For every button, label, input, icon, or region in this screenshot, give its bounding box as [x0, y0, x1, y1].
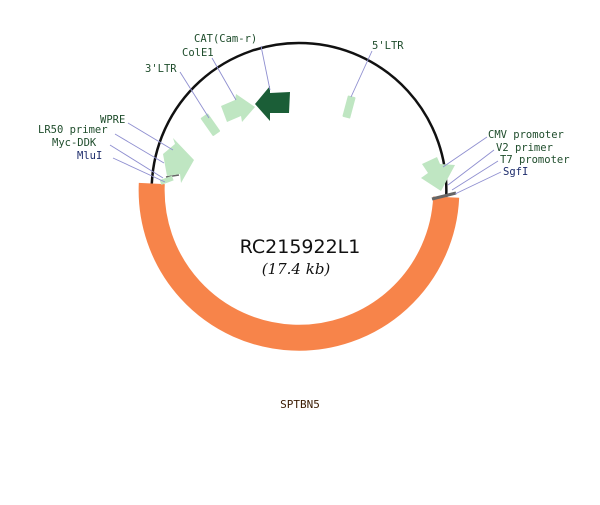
- insert-end-mark: [431, 191, 457, 201]
- plasmid-size: (17.4 kb): [262, 260, 331, 278]
- sgfi-leader: [454, 171, 502, 195]
- backbone-arc: [150, 41, 448, 198]
- ltr5-leader: [350, 50, 373, 98]
- mlui-leader: [112, 157, 166, 183]
- sgfi-label: SgfI: [503, 166, 528, 178]
- mycddk-label: Myc-DDK: [52, 137, 97, 149]
- ltr3-label: 3'LTR: [145, 63, 177, 75]
- cat-label: CAT(Cam-r): [194, 33, 257, 45]
- t7-leader: [451, 160, 499, 191]
- lr50-leader: [114, 133, 165, 164]
- insert-label: SPTBN5: [280, 398, 320, 411]
- mycddk-leader: [109, 144, 164, 179]
- cmv-leader: [442, 136, 488, 168]
- lr50-label: LR50 primer: [38, 124, 108, 136]
- wpre-leader: [127, 122, 174, 151]
- plasmid-name: RC215922L1: [240, 236, 361, 258]
- cole1-label: ColE1: [182, 47, 214, 59]
- cmv-feature: [421, 157, 455, 191]
- insert-arc: [138, 182, 460, 351]
- cmv-label: CMV promoter: [488, 129, 564, 141]
- ltr5-feature: [342, 95, 356, 119]
- v2-leader: [447, 149, 495, 186]
- cat-feature: [255, 86, 290, 121]
- mycddk-feature: [159, 175, 174, 185]
- v2-label: V2 primer: [496, 142, 553, 154]
- wpre-feature: [163, 138, 194, 183]
- ltr5-label: 5'LTR: [372, 40, 404, 52]
- insert-start-mark: [165, 174, 180, 178]
- t7-label: T7 promoter: [500, 154, 570, 166]
- mlui-label: MluI: [77, 150, 102, 162]
- ltr3-feature: [200, 113, 221, 136]
- cole1-leader: [211, 57, 237, 101]
- cole1-feature: [221, 94, 255, 122]
- ltr3-leader: [179, 71, 210, 119]
- wpre-label: WPRE: [100, 114, 125, 126]
- cat-leader: [260, 45, 271, 91]
